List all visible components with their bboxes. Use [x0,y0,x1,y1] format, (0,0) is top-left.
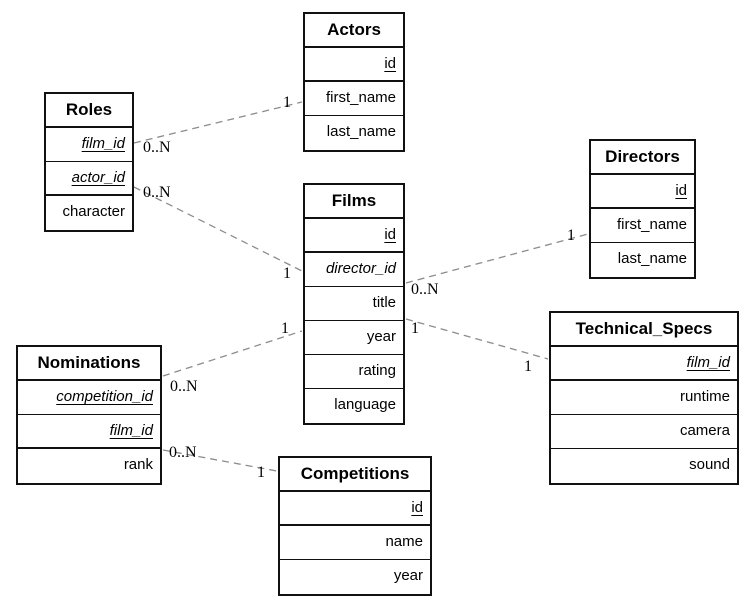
relation-line-films-directors [405,233,589,284]
field-actors-first_name: first_name [305,82,403,116]
field-films-title: title [305,287,403,321]
field-technical_specs-runtime: runtime [551,381,737,415]
relation-line-films-technical-specs [405,318,549,360]
relation-line-nominations-films [162,330,303,377]
entity-title-actors: Actors [305,14,403,48]
cardinality-label-nominations-competitions-1: 1 [257,464,265,481]
field-films-language: language [334,396,396,413]
field-films-id: id [305,219,403,253]
cardinality-label-films-technical-specs-1: 1 [524,358,532,375]
field-films-director_id: director_id [305,253,403,287]
field-directors-first_name: first_name [591,209,694,243]
cardinality-label-nominations-films-1: 1 [281,320,289,337]
relation-line-nominations-competitions [162,449,278,472]
cardinality-label-roles-films-1: 1 [283,265,291,282]
cardinality-label-nominations-competitions-0: 0..N [169,444,197,461]
field-actors-last_name: last_name [326,123,396,140]
field-nominations-competition_id: competition_id [18,381,160,415]
field-technical_specs-camera: camera [551,415,737,449]
entity-title-competitions: Competitions [280,458,430,492]
cardinality-label-roles-actors-0: 0..N [143,139,171,156]
field-technical_specs-film_id: film_id [551,347,737,381]
entity-title-nominations: Nominations [18,347,160,381]
field-competitions-year: year [393,567,423,584]
field-technical_specs-sound: sound [689,456,730,473]
cardinality-label-roles-actors-1: 1 [283,94,291,111]
entity-title-films: Films [305,185,403,219]
field-roles-character: character [62,203,125,220]
field-actors-id: id [305,48,403,82]
field-directors-last_name: last_name [617,250,687,267]
entity-title-roles: Roles [46,94,132,128]
field-competitions-id: id [280,492,430,526]
entity-title-directors: Directors [591,141,694,175]
cardinality-label-roles-films-0: 0..N [143,184,171,201]
field-roles-actor_id: actor_id [46,162,132,196]
cardinality-label-films-directors-1: 1 [567,227,575,244]
field-nominations-rank: rank [123,456,153,473]
field-films-year: year [305,321,403,355]
relation-line-roles-actors [133,101,303,144]
field-roles-film_id: film_id [46,128,132,162]
cardinality-label-films-technical-specs-0: 1 [411,320,419,337]
cardinality-label-nominations-films-0: 0..N [170,378,198,395]
field-nominations-film_id: film_id [18,415,160,449]
cardinality-label-films-directors-0: 0..N [411,281,439,298]
field-competitions-name: name [280,526,430,560]
field-films-rating: rating [305,355,403,389]
entity-title-technical_specs: Technical_Specs [551,313,737,347]
relation-line-roles-films [133,186,303,272]
field-directors-id: id [591,175,694,209]
